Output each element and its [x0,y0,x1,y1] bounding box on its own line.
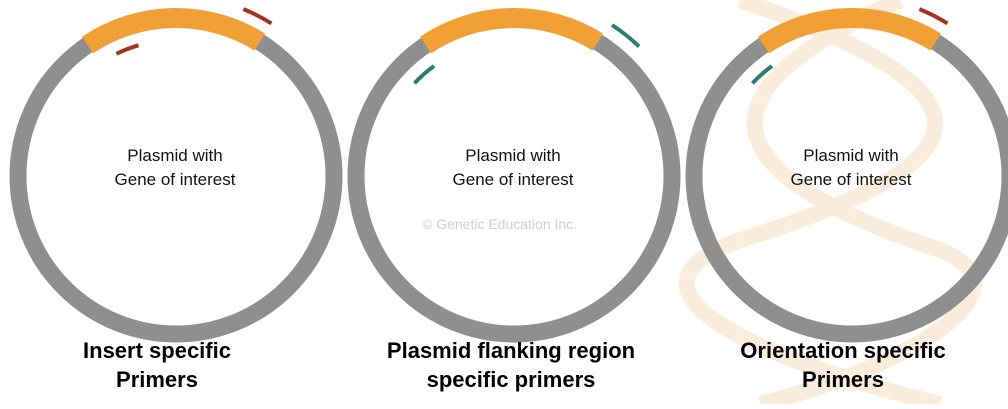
panel-3-reverse-primer [918,7,949,26]
panel-1-label-line2: Gene of interest [114,170,236,189]
panel-1-title: Insert specific Primers [0,336,317,394]
panel-3-label-line2: Gene of interest [790,170,912,189]
panel-1-label: Plasmid with Gene of interest [55,144,295,192]
background-dna-helix [678,0,982,409]
panel-2-title-line2: specific primers [426,367,596,392]
panel-2-title: Plasmid flanking region specific primers [351,336,671,394]
panel-3-label-line1: Plasmid with [803,146,899,165]
panel-3-title: Orientation specific Primers [683,336,1003,394]
panel-2-gene-insert [420,8,603,54]
panel-2-forward-primer [413,64,436,85]
panel-2-reverse-primer [610,23,641,48]
panel-1-reverse-primer [242,7,273,26]
watermark: © Genetic Education Inc. [422,216,578,232]
panel-2-label-line1: Plasmid with [465,146,561,165]
panel-1-label-line1: Plasmid with [127,146,223,165]
panel-1-title-line1: Insert specific [83,338,231,363]
panel-3-title-line1: Orientation specific [740,338,946,363]
helix-strand-2 [746,0,982,409]
panel-1-forward-primer [115,43,140,56]
panel-3-label: Plasmid with Gene of interest [731,144,971,192]
panel-3-gene-insert [758,8,941,54]
panel-2-title-line1: Plasmid flanking region [386,338,636,363]
panel-3-forward-primer [751,64,774,85]
helix-strand-1 [678,0,943,409]
panel-1-title-line2: Primers [116,367,198,392]
panel-2-label-line2: Gene of interest [452,170,574,189]
panel-1-gene-insert [82,8,265,54]
panel-3-title-line2: Primers [802,367,884,392]
panel-2-label: Plasmid with Gene of interest [393,144,633,192]
